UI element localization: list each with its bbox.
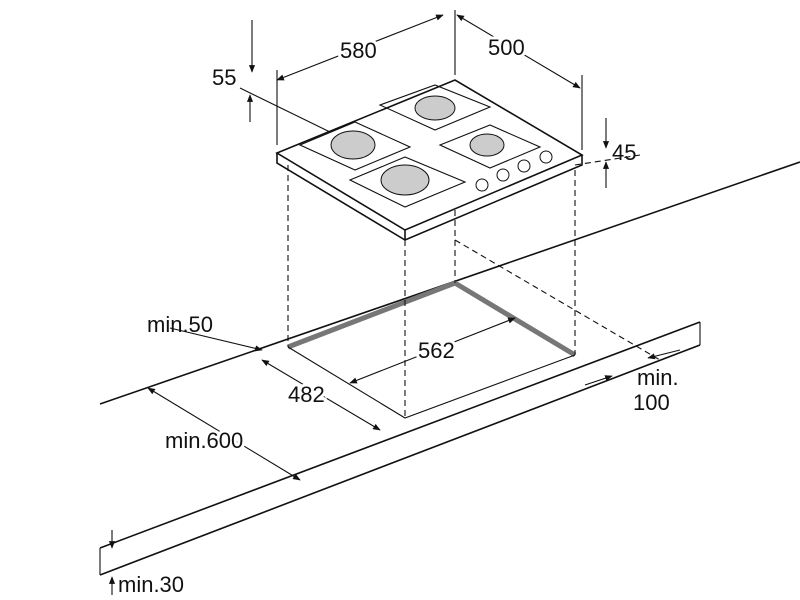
label-width: 580 bbox=[340, 38, 377, 63]
worktop bbox=[99, 161, 800, 576]
label-depth: 500 bbox=[488, 35, 525, 60]
burner-back bbox=[378, 84, 492, 131]
label-height-top: 45 bbox=[612, 140, 636, 165]
label-height-total: 55 bbox=[212, 65, 236, 90]
label-min-side: min.50 bbox=[147, 312, 213, 337]
label-min-worktop-thickness: min.30 bbox=[118, 572, 184, 597]
label-min-back-1: min. bbox=[637, 365, 679, 390]
hob bbox=[275, 79, 584, 241]
label-cutout-depth: 482 bbox=[288, 382, 325, 407]
label-min-back-2: 100 bbox=[633, 390, 670, 415]
label-cutout-width: 562 bbox=[418, 338, 455, 363]
dimension-lines bbox=[108, 10, 681, 595]
burner-front bbox=[348, 156, 467, 208]
burner-left bbox=[298, 121, 412, 171]
burner-right bbox=[438, 124, 542, 169]
label-min-worktop-depth: min.600 bbox=[165, 428, 243, 453]
control-knobs bbox=[475, 150, 553, 192]
